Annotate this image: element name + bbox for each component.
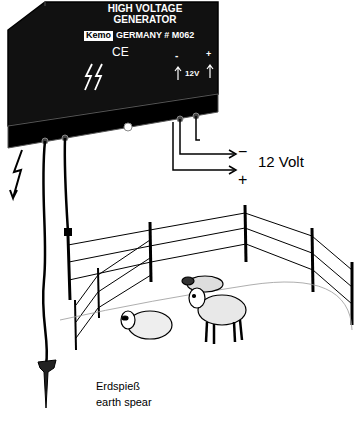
generator-label-area: HIGH VOLTAGE GENERATOR KemoGERMANY # M062… xyxy=(0,0,222,150)
earth-wire xyxy=(43,141,47,365)
generator-housing xyxy=(8,2,218,148)
lightning-symbol xyxy=(10,150,22,198)
housing-text: Kemo xyxy=(84,31,113,41)
housing-text: - xyxy=(175,50,178,61)
polarity-sign: − xyxy=(238,143,247,161)
fence xyxy=(60,205,352,350)
housing-text: 12V xyxy=(185,70,199,79)
supply-wires xyxy=(173,116,236,174)
part-label: Erdspieß xyxy=(96,380,140,392)
part-label: earth spear xyxy=(96,396,152,408)
fence-wire xyxy=(65,138,68,232)
housing-text: HIGH VOLTAGE GENERATOR xyxy=(80,3,210,25)
polarity-sign: + xyxy=(238,171,247,189)
housing-text: CE xyxy=(112,46,129,59)
earth-spear xyxy=(38,360,56,408)
sheep xyxy=(121,276,246,344)
housing-text: + xyxy=(206,50,211,60)
voltage-label: 12 Volt xyxy=(258,154,304,171)
housing-text: GERMANY # M062 xyxy=(116,31,194,41)
